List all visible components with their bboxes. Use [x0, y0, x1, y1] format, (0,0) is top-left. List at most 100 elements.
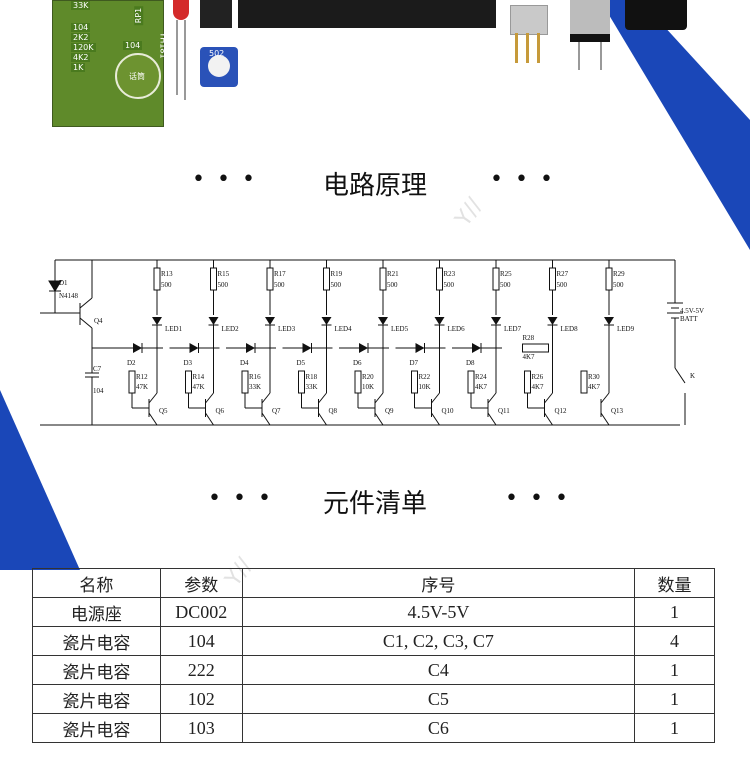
- transistor-collector: [487, 392, 497, 404]
- transistor-label: Q11: [498, 407, 510, 415]
- resistor-bottom-value: 10K: [419, 383, 431, 391]
- resistor-bottom-value: 47K: [193, 383, 205, 391]
- transistor-label: Q5: [159, 407, 168, 415]
- resistor-bottom-name: R26: [532, 373, 544, 381]
- switch-pin: [526, 33, 529, 63]
- diode-symbol: [302, 343, 312, 353]
- pcb-label: 1K: [71, 63, 86, 72]
- led-image: [173, 0, 189, 20]
- pcb-board-image: 33K 104 2K2 120K 4K2 1K RP1 104 话筒 YH181: [52, 0, 168, 127]
- transistor-label: Q13: [611, 407, 624, 415]
- resistor-r28-value: 4K7: [523, 353, 536, 361]
- led-symbol: [604, 317, 614, 325]
- pot-label: 502: [209, 49, 225, 58]
- pcb-label: 104: [71, 23, 91, 32]
- cell-param: 103: [159, 713, 243, 743]
- transistor-collector: [600, 392, 610, 404]
- transistor-emitter: [487, 412, 497, 426]
- pcb-label: 104: [123, 41, 143, 50]
- product-photos: 33K 104 2K2 120K 4K2 1K RP1 104 话筒 YH181…: [0, 0, 750, 135]
- decor-dots: •••: [505, 486, 580, 511]
- transistor-collector: [205, 392, 214, 404]
- transistor-emitter: [205, 412, 214, 426]
- transistor-collector: [544, 392, 553, 404]
- diode-label: D7: [410, 359, 419, 367]
- diode-label: D2: [127, 359, 136, 367]
- led-label: LED6: [448, 325, 466, 333]
- transistor-collector: [261, 392, 271, 404]
- resistor-top: [492, 267, 500, 291]
- led-label: LED4: [335, 325, 353, 333]
- col-header-param: 参数: [159, 568, 243, 598]
- section-title-parts: 元件清单: [322, 489, 427, 519]
- transistor-collector: [148, 392, 158, 404]
- resistor-top-value: 500: [557, 281, 568, 289]
- resistor-top-value: 500: [218, 281, 229, 289]
- resistor-strip-image: [238, 0, 496, 28]
- diode-label: D6: [353, 359, 362, 367]
- cell-name: 瓷片电容: [32, 713, 161, 743]
- switch-pin: [537, 33, 540, 63]
- cell-param: 102: [159, 684, 243, 714]
- resistor-top-value: 500: [500, 281, 511, 289]
- table-row: 瓷片电容 222 C4 1: [32, 655, 715, 685]
- resistor-bottom-value: 33K: [249, 383, 261, 391]
- parts-table: 名称 参数 序号 数量 电源座 DC002 4.5V-5V 1 瓷片电容 104…: [32, 568, 715, 743]
- resistor-top-value: 500: [161, 281, 172, 289]
- slide-switch-image: [510, 5, 548, 35]
- transistor-collector: [431, 392, 440, 404]
- resistor-strip-image: [200, 0, 232, 28]
- transistor-emitter: [261, 412, 271, 426]
- resistor-top-name: R25: [500, 270, 512, 278]
- decor-dots: •••: [208, 486, 283, 511]
- diode-label: D3: [184, 359, 193, 367]
- switch-label: K: [690, 372, 695, 380]
- microphone-image: [115, 53, 161, 99]
- table-header-row: 名称 参数 序号 数量: [32, 568, 715, 598]
- pcb-label: RP1: [134, 5, 144, 26]
- led-symbol: [321, 317, 332, 325]
- resistor-top: [379, 267, 387, 291]
- resistor-top-name: R17: [274, 270, 286, 278]
- transistor-collector: [374, 392, 384, 404]
- led-leg: [184, 20, 186, 100]
- diode-symbol: [189, 343, 199, 353]
- table-row: 瓷片电容 104 C1, C2, C3, C7 4: [32, 626, 715, 656]
- resistor-bottom: [411, 370, 418, 394]
- resistor-r28-name: R28: [523, 334, 535, 342]
- decor-dots: •••: [490, 167, 565, 192]
- col-header-qty: 数量: [634, 568, 715, 598]
- led-label: LED1: [165, 325, 183, 333]
- resistor-bottom: [354, 370, 362, 394]
- led-label: LED2: [222, 325, 240, 333]
- diode-label: D8: [466, 359, 475, 367]
- resistor-top: [210, 267, 217, 291]
- resistor-bottom-value: 4K7: [532, 383, 545, 391]
- resistor-top-name: R15: [218, 270, 230, 278]
- resistor-bottom-name: R20: [362, 373, 374, 381]
- cell-qty: 4: [634, 626, 715, 656]
- diode-label: D5: [297, 359, 306, 367]
- led-leg: [176, 20, 178, 95]
- transistor-emitter: [431, 412, 440, 426]
- diode-symbol: [359, 343, 368, 353]
- part-label-q4: Q4: [94, 317, 103, 325]
- diode-symbol: [472, 343, 481, 353]
- resistor-top-value: 500: [613, 281, 624, 289]
- led-symbol: [265, 317, 275, 325]
- pcb-label: 33K: [71, 1, 91, 10]
- resistor-bottom: [298, 370, 305, 394]
- resistor-bottom-value: 10K: [362, 383, 374, 391]
- decor-dots: •••: [192, 167, 267, 192]
- table-row: 瓷片电容 103 C6 1: [32, 713, 715, 743]
- corner-decoration-left: [0, 390, 80, 570]
- transistor-emitter: [600, 412, 610, 426]
- potentiometer-image: 502: [200, 47, 238, 87]
- resistor-bottom-value: 4K7: [475, 383, 488, 391]
- resistor-top-name: R21: [387, 270, 399, 278]
- resistor-bottom-value: 4K7: [588, 383, 601, 391]
- diode-symbol: [246, 343, 255, 353]
- transistor-label: Q8: [329, 407, 338, 415]
- led-symbol: [208, 317, 219, 325]
- resistor-top-value: 500: [444, 281, 455, 289]
